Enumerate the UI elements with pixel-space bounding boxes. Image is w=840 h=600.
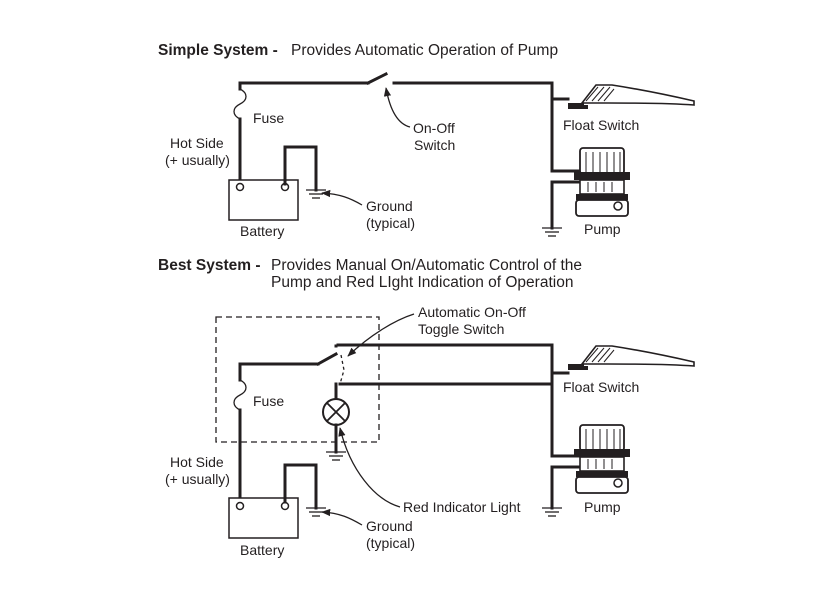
- ground-label: Ground: [366, 198, 413, 214]
- pump-icon: [573, 147, 631, 217]
- best-hot-side-sub-label: (+ usually): [165, 471, 230, 487]
- simple-title-bold: Simple System -: [158, 42, 278, 59]
- float-switch-icon: [567, 84, 695, 110]
- hot-side-label: Hot Side: [170, 135, 224, 151]
- battery-label: Battery: [240, 223, 284, 239]
- toggle-label: Automatic On-Off: [418, 304, 526, 320]
- panel-enclosure: [215, 316, 380, 443]
- best-ground-pointer: [321, 508, 363, 526]
- best-battery-negative-terminal: [280, 501, 290, 511]
- float-switch-label: Float Switch: [563, 117, 639, 133]
- toggle-sub-label: Toggle Switch: [418, 321, 504, 337]
- onoff-switch-blade: [365, 71, 389, 86]
- ground-sub-label: (typical): [366, 215, 415, 231]
- indicator-pointer: [338, 427, 401, 508]
- pump-label: Pump: [584, 221, 621, 237]
- best-pump-label: Pump: [584, 499, 621, 515]
- best-battery-positive-terminal: [235, 501, 245, 511]
- fuse-label: Fuse: [253, 110, 284, 126]
- onoff-sub-label: Switch: [414, 137, 455, 153]
- best-title-bold: Best System -: [158, 257, 261, 274]
- float-to-pump-wire: [550, 97, 580, 173]
- manual-to-pump-wire: [336, 343, 580, 458]
- best-title-rest-2: Pump and Red LIght Indication of Operati…: [271, 274, 573, 291]
- pump-ground-icon: [542, 227, 562, 237]
- best-fuse-icon: [233, 379, 247, 411]
- best-system: Best System - Provides Manual On/Automat…: [158, 257, 695, 558]
- best-hot-wire-top: [238, 362, 320, 382]
- fuse-icon: [233, 88, 247, 120]
- toggle-pointer: [347, 313, 415, 357]
- hot-wire-top: [238, 81, 370, 91]
- indicator-ground-icon: [326, 451, 346, 461]
- toggle-auto-contact: [339, 354, 345, 385]
- onoff-pointer: [383, 87, 411, 128]
- simple-system: Simple System - Provides Automatic Opera…: [158, 42, 695, 239]
- best-fuse-label: Fuse: [253, 393, 284, 409]
- onoff-label: On-Off: [413, 120, 455, 136]
- simple-title-rest: Provides Automatic Operation of Pump: [291, 42, 558, 59]
- best-float-switch-icon: [567, 345, 695, 371]
- best-hot-side-label: Hot Side: [170, 454, 224, 470]
- best-ground-sub-label: (typical): [366, 535, 415, 551]
- best-ground-label: Ground: [366, 518, 413, 534]
- pump-ground-wire: [550, 180, 580, 230]
- auto-to-float-wire: [338, 371, 570, 386]
- indicator-label: Red Indicator Light: [403, 499, 521, 515]
- ground-pointer: [321, 189, 363, 206]
- toggle-switch-blade: [315, 351, 339, 367]
- best-pump-ground-wire: [550, 465, 580, 510]
- best-pump-ground-icon: [542, 507, 562, 517]
- ground-wire: [283, 145, 318, 192]
- best-ground-wire: [283, 463, 318, 510]
- best-title-rest-1: Provides Manual On/Automatic Control of …: [271, 257, 582, 274]
- best-pump-icon: [573, 424, 631, 494]
- best-ground-icon: [306, 507, 326, 517]
- best-float-switch-label: Float Switch: [563, 379, 639, 395]
- hot-side-sub-label: (+ usually): [165, 152, 230, 168]
- red-indicator-light-icon: [322, 398, 350, 426]
- battery-positive-terminal: [235, 182, 245, 192]
- switch-to-float-wire: [392, 81, 554, 101]
- best-battery-label: Battery: [240, 542, 284, 558]
